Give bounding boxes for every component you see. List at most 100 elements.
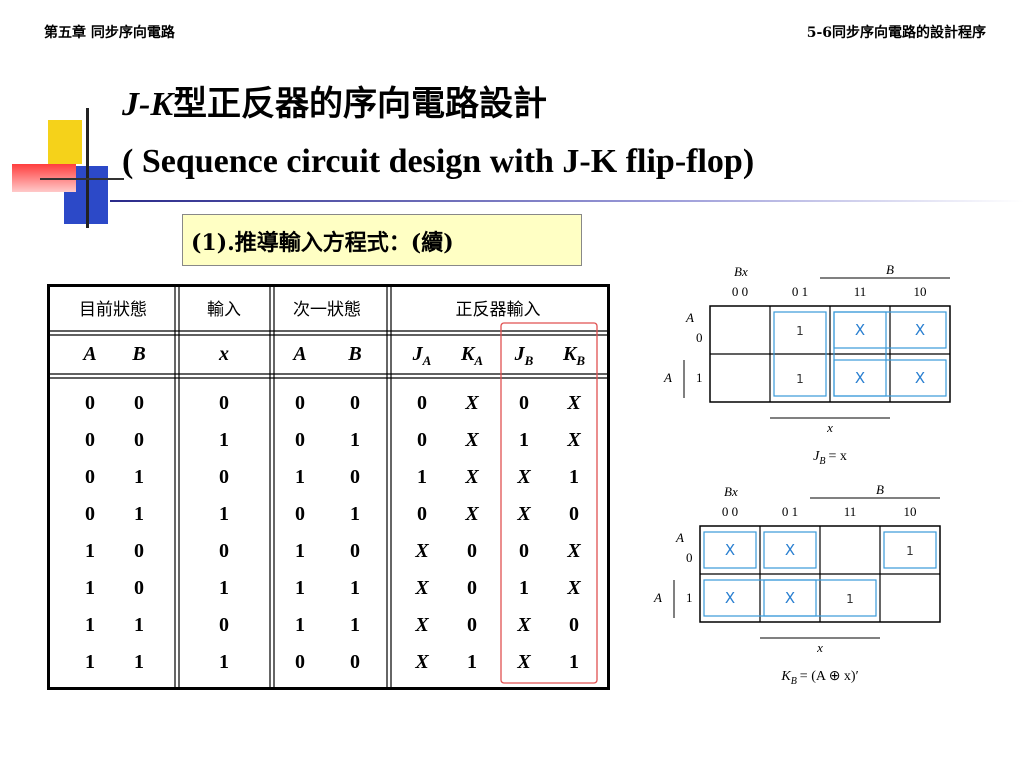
table-cell: 1 <box>417 466 427 488</box>
subtitle-text: (1).推導輸入方程式：(續) <box>191 230 454 256</box>
column-name: J <box>412 343 424 365</box>
title-text: 型正反器的序向電路設計 <box>173 84 547 124</box>
equation-rhs: = (A ⊕ x)′ <box>800 669 859 684</box>
table-cell: 1 <box>295 466 305 488</box>
column-name: A <box>81 343 96 365</box>
kmap-group-box <box>763 531 817 569</box>
table-cell: 1 <box>134 651 144 673</box>
table-cell: X <box>414 651 429 673</box>
equation-subscript: B <box>791 676 797 687</box>
kmap-col-var: Bx <box>734 264 748 279</box>
table-cell: 0 <box>519 540 529 562</box>
table-cell: 1 <box>219 577 229 599</box>
table-cell: 1 <box>569 466 579 488</box>
kmap-col-header: 10 <box>904 504 917 519</box>
subtitle-box: (1).推導輸入方程式：(續) <box>182 214 582 266</box>
kmap-cell: X <box>915 321 925 339</box>
table-cell: 1 <box>295 577 305 599</box>
column-name: B <box>131 343 145 365</box>
table-cell: X <box>464 503 479 525</box>
table-cell: X <box>516 614 531 636</box>
table-cell: 1 <box>134 614 144 636</box>
kmap-row-var: A <box>685 310 694 325</box>
kmap-col-header: 11 <box>854 284 867 299</box>
table-group-header: 正反器輸入 <box>456 300 541 320</box>
table-cell: 0 <box>134 540 144 562</box>
table-cell: X <box>516 651 531 673</box>
equation-lhs: J <box>813 449 820 464</box>
table-cell: 0 <box>417 503 427 525</box>
table-cell: 0 <box>85 503 95 525</box>
table-cell: X <box>566 540 581 562</box>
table-cell: 1 <box>519 429 529 451</box>
table-cell: 1 <box>350 429 360 451</box>
kmap-row-header: 1 <box>696 370 703 385</box>
table-column-header: KA <box>460 343 483 368</box>
table-cell: 1 <box>350 577 360 599</box>
table-cell: 1 <box>134 503 144 525</box>
table-cell: 1 <box>467 651 477 673</box>
table-cell: 1 <box>219 651 229 673</box>
table-cell: 1 <box>350 503 360 525</box>
kmap-cell: X <box>855 321 865 339</box>
table-group-header: 目前狀態 <box>79 300 147 320</box>
kmap-group-box <box>883 531 937 569</box>
table-cell: X <box>464 429 479 451</box>
kmap-cell: 1 <box>846 592 854 606</box>
table-column-header: x <box>218 343 229 365</box>
kmap-group-box <box>833 359 947 397</box>
table-cell: 0 <box>85 429 95 451</box>
table-cell: X <box>566 392 581 414</box>
column-name: B <box>347 343 361 365</box>
table-column-header: JB <box>514 343 534 368</box>
kmap-col-header: 0 0 <box>732 284 748 299</box>
equation-subscript: B <box>819 456 825 467</box>
kmap-col-var: Bx <box>724 484 738 499</box>
section-label: 5-6同步序向電路的設計程序 <box>806 25 986 41</box>
kmap-group-box <box>763 579 877 617</box>
column-subscript: A <box>422 353 432 368</box>
kmap-col-header: 10 <box>914 284 927 299</box>
table-cell: 0 <box>219 392 229 414</box>
title-italic: J-K <box>122 86 173 123</box>
kmap-group-box <box>833 311 947 349</box>
page-title-english: ( Sequence circuit design with J-K flip-… <box>122 143 755 180</box>
table-cell: 1 <box>85 651 95 673</box>
kmap-row-var: A <box>653 590 662 605</box>
kmap-equation: KB= (A ⊕ x)′ <box>780 669 858 687</box>
kmap-cell: X <box>725 541 735 559</box>
table-cell: 1 <box>85 540 95 562</box>
table-cell: 0 <box>569 503 579 525</box>
logo-horizontal-line <box>40 178 124 180</box>
highlight-box <box>500 322 598 684</box>
column-subscript: A <box>473 353 483 368</box>
table-cell: X <box>464 392 479 414</box>
table-group-header: 次一狀態 <box>293 300 361 320</box>
kmap-cell: X <box>855 369 865 387</box>
kmap-top-var: B <box>876 482 884 497</box>
table-column-header: B <box>347 343 361 365</box>
kmap-col-header: 11 <box>844 504 857 519</box>
table-cell: X <box>414 577 429 599</box>
table-cell: 0 <box>569 614 579 636</box>
table-cell: 0 <box>417 392 427 414</box>
table-cell: 1 <box>569 651 579 673</box>
table-column-header: KB <box>562 343 585 368</box>
table-cell: 0 <box>467 540 477 562</box>
chapter-label: 第五章 同步序向電路 <box>44 25 175 41</box>
table-cell: 0 <box>219 540 229 562</box>
table-cell: 0 <box>219 466 229 488</box>
table-cell: 0 <box>85 392 95 414</box>
table-cell: X <box>516 466 531 488</box>
table-column-header: JA <box>412 343 432 368</box>
table-cell: 0 <box>295 429 305 451</box>
table-cell: 1 <box>219 503 229 525</box>
kmap-bottom-var: x <box>816 640 823 655</box>
kmap-row-header: 0 <box>686 550 693 565</box>
table-cell: 0 <box>295 392 305 414</box>
table-cell: 0 <box>350 466 360 488</box>
